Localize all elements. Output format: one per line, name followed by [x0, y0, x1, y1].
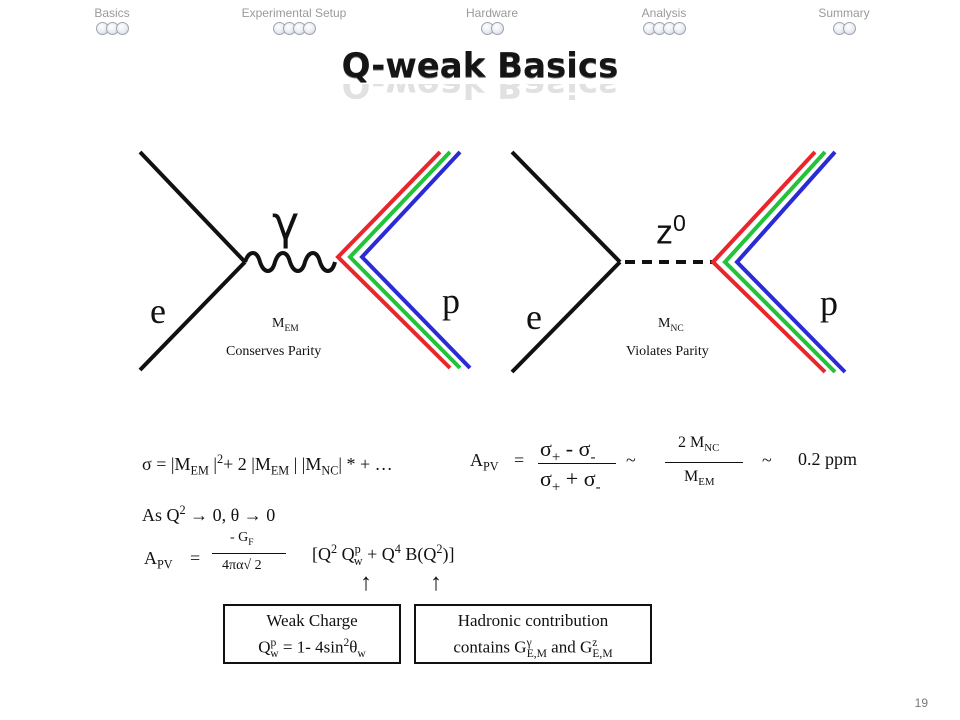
z-boson-label: z0	[656, 210, 686, 252]
electron-label: e	[526, 297, 542, 337]
hadronic-contribution-box: Hadronic contribution contains GγE,M and…	[414, 604, 652, 664]
quark-line-blue	[359, 150, 472, 370]
weak-charge-formula: Qpw = 1- 4sin2θw	[258, 636, 366, 661]
apv2-fraction-bar	[212, 553, 286, 554]
apv-lhs: APV	[470, 450, 499, 474]
progress-dot[interactable]	[842, 22, 856, 35]
quark-line-red	[710, 150, 827, 374]
apv-denominator: σ+ + σ-	[540, 466, 601, 496]
progress-dots	[72, 22, 152, 35]
section-nav: Basics Experimental Setup Hardware Analy…	[0, 6, 960, 42]
ratio-denominator: MEM	[684, 468, 715, 489]
ratio-fraction-bar	[665, 462, 743, 463]
diagram-z-exchange	[510, 150, 847, 374]
progress-dot[interactable]	[115, 22, 129, 35]
apv2-denominator: 4πα√ 2	[222, 558, 262, 573]
nav-item-hardware[interactable]: Hardware	[452, 6, 532, 35]
tilde: ~	[762, 450, 772, 470]
electron-line	[138, 260, 247, 372]
apv2-equals: =	[190, 548, 201, 568]
nav-item-label: Hardware	[465, 6, 519, 20]
progress-dot[interactable]	[490, 22, 504, 35]
slide-title: Q-weak Basics	[341, 46, 619, 86]
progress-dot[interactable]	[302, 22, 316, 35]
photon-label: γ	[272, 196, 300, 250]
page-number: 19	[914, 696, 928, 710]
weak-charge-expansion: [Q2 Qpw + Q4 B(Q2)]	[312, 542, 455, 568]
nav-item-label: Experimental Setup	[241, 6, 347, 20]
electron-line	[510, 260, 622, 374]
quark-line-green	[722, 150, 837, 374]
nav-item-analysis[interactable]: Analysis	[624, 6, 704, 35]
progress-dots	[804, 22, 884, 35]
proton-label: p	[820, 283, 838, 323]
diagram-photon-exchange	[138, 150, 472, 372]
apv2-lhs: APV	[144, 548, 173, 572]
quark-line-green	[347, 150, 462, 370]
hadronic-formula: contains GγE,M and GzE,M	[453, 636, 613, 661]
weak-charge-title: Weak Charge	[266, 611, 358, 630]
apv-fraction-bar	[538, 463, 616, 464]
up-arrow-weak-charge: ↑	[360, 570, 372, 596]
cross-section-equation: σ = |MEM |2+ 2 |MEM | |MNC| * + …	[142, 452, 393, 478]
nav-item-summary[interactable]: Summary	[804, 6, 884, 35]
amplitude-nc-label: MNC	[658, 316, 684, 334]
limit-statement: As Q2 → 0, θ → 0	[142, 503, 276, 525]
electron-line	[138, 150, 247, 264]
nav-item-experimental-setup[interactable]: Experimental Setup	[224, 6, 364, 35]
apv-numerator: σ+ - σ-	[540, 436, 596, 466]
quark-line-blue	[734, 150, 847, 374]
progress-dots	[224, 22, 364, 35]
weak-charge-box: Weak Charge Qpw = 1- 4sin2θw	[223, 604, 401, 664]
progress-dots	[452, 22, 532, 35]
conserves-parity-caption: Conserves Parity	[226, 344, 322, 359]
hadronic-title: Hadronic contribution	[457, 611, 609, 630]
electron-label: e	[150, 291, 166, 331]
apv2-numerator: - GF	[230, 530, 254, 548]
nav-item-label: Basics	[94, 6, 130, 20]
proton-label: p	[442, 281, 460, 321]
electron-line	[510, 150, 622, 264]
nav-item-label: Analysis	[641, 6, 687, 20]
apv-value: 0.2 ppm	[798, 449, 858, 469]
photon-propagator	[243, 251, 337, 273]
apv-equals: =	[514, 450, 525, 470]
ratio-numerator: 2 MNC	[678, 434, 720, 455]
tilde: ~	[626, 450, 636, 470]
nav-item-basics[interactable]: Basics	[72, 6, 152, 35]
progress-dot[interactable]	[672, 22, 686, 35]
amplitude-em-label: MEM	[272, 316, 299, 334]
nav-item-label: Summary	[818, 6, 870, 20]
progress-dots	[624, 22, 704, 35]
violates-parity-caption: Violates Parity	[626, 344, 709, 359]
quark-line-red	[335, 150, 452, 370]
up-arrow-hadronic: ↑	[430, 570, 442, 596]
